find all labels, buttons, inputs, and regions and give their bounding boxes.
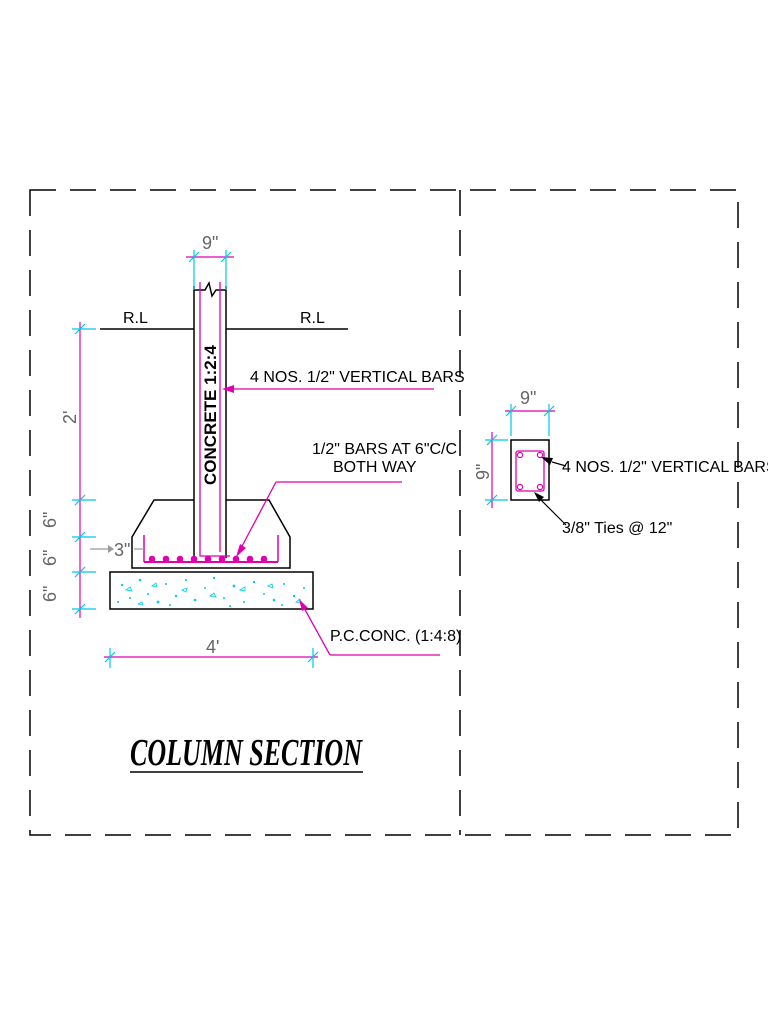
footing-bars-label-line2: BOTH WAY [333,459,417,476]
pcc-label: P.C.CONC. (1:4:8) [330,628,461,645]
footing-rebar [143,535,279,563]
pcc-leader [302,605,440,656]
section-width-dim-text: 9" [520,388,536,408]
rl-label-right: R.L [300,310,325,327]
vertical-bars-arrowhead [222,385,234,393]
section-height-dim-text: 9" [473,464,493,480]
column-width-dim-text: 9" [202,233,218,253]
height-6in-c-text: 6" [40,586,60,602]
section-width-dimension [505,404,555,436]
column-width-dimension [186,250,234,290]
footing-width-dimension [104,648,319,668]
cover-3in-text: 3" [114,540,130,560]
section-vertical-bars-label: 4 NOS. 1/2" VERTICAL BARS [562,459,768,476]
column-concrete-label: CONCRETE 1:2:4 [201,345,220,485]
section-height-dimension [485,432,508,508]
height-dimension-chain [72,322,96,618]
height-6in-b-text: 6" [40,550,60,566]
section-bars-leader [551,461,567,467]
pcc-bed [109,571,314,610]
cover-dimension [90,545,144,553]
column-rebar [199,282,230,557]
footing-width-dim-text: 4' [206,637,219,657]
pcc-arrowhead [299,599,308,611]
drawing-title: COLUMN SECTION [130,732,363,774]
footing [131,499,291,569]
section-bars-arrowhead [541,457,553,465]
footing-bars-arrowhead [236,544,246,557]
height-2ft-text: 2' [60,411,80,424]
column-cross-section [510,439,550,501]
ties-label: 3/8" Ties @ 12" [562,520,672,537]
ties-leader [537,496,567,526]
height-6in-a-text: 6" [40,512,60,528]
column-elevation [193,280,227,558]
footing-bars-leader [239,481,402,551]
footing-bars-label-line1: 1/2" BARS AT 6"C/C [312,441,457,458]
ties-arrowhead [534,492,544,502]
vertical-bars-label: 4 NOS. 1/2" VERTICAL BARS [250,369,465,386]
sheet-border [29,189,739,836]
rl-label-left: R.L [123,310,148,327]
